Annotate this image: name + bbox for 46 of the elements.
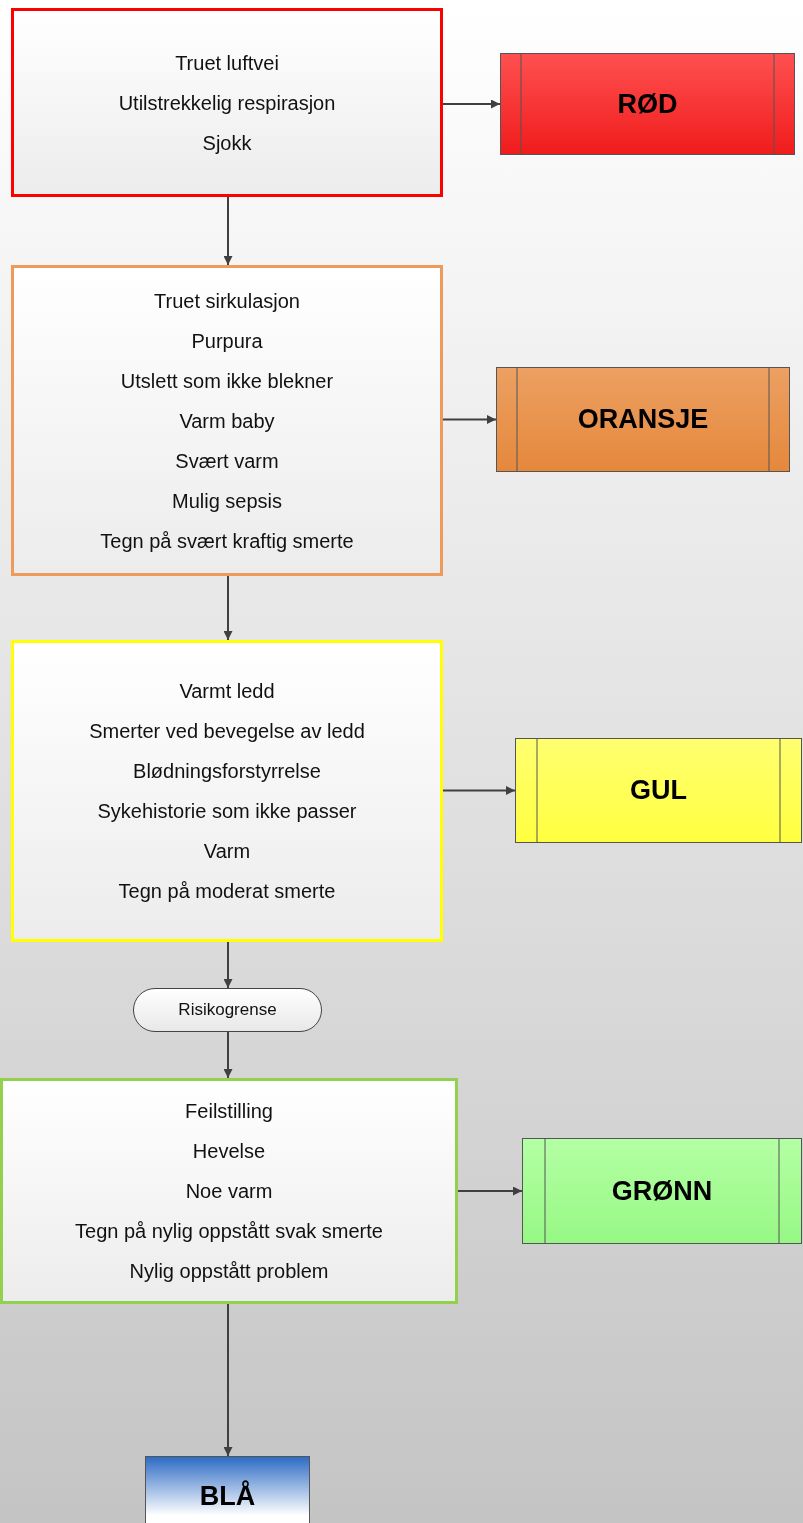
triage-level-box <box>496 367 790 472</box>
criterion-text: Smerter ved bevegelse av ledd <box>89 719 365 744</box>
triage-level-box <box>515 738 802 843</box>
triage-level-label: GRØNN <box>611 1175 713 1207</box>
criteria-box <box>0 1078 458 1304</box>
criteria-box <box>11 640 443 942</box>
triage-level-box <box>522 1138 802 1244</box>
criteria-box <box>11 265 443 576</box>
criterion-text: Sykehistorie som ikke passer <box>97 799 357 824</box>
criterion-text: Feilstilling <box>185 1099 273 1124</box>
arrow <box>223 575 233 641</box>
arrow <box>442 99 501 109</box>
arrow <box>442 786 516 795</box>
triage-level-label: BLÅ <box>199 1480 256 1512</box>
arrow <box>223 1031 233 1079</box>
criterion-text: Purpura <box>191 328 263 354</box>
criterion-text: Truet luftvei <box>175 50 279 76</box>
terminator-box <box>133 988 322 1032</box>
triage-level-box <box>145 1456 310 1523</box>
terminator-label: Risikogrense <box>178 1000 277 1020</box>
criterion-text: Nylig oppstått problem <box>129 1259 329 1284</box>
criterion-text: Varmt ledd <box>179 679 275 704</box>
criterion-text: Blødningsforstyrrelse <box>133 759 321 784</box>
arrow <box>223 1303 233 1457</box>
criterion-text: Hevelse <box>192 1139 266 1164</box>
criterion-text: Noe varm <box>185 1179 273 1204</box>
arrow <box>457 1186 523 1196</box>
criterion-text: Utslett som ikke blekner <box>120 368 334 394</box>
criterion-text: Mulig sepsis <box>171 488 282 514</box>
arrow <box>223 941 233 989</box>
criteria-box <box>11 8 443 197</box>
arrow <box>442 415 497 424</box>
criterion-text: Svært varm <box>175 448 279 474</box>
arrow <box>223 196 233 266</box>
criterion-text: Sjokk <box>202 130 252 156</box>
criterion-text: Tegn på svært kraftig smerte <box>100 528 354 554</box>
criterion-text: Varm baby <box>179 408 275 434</box>
criterion-text: Tegn på moderat smerte <box>118 879 336 904</box>
criterion-text: Truet sirkulasjon <box>154 288 300 314</box>
triage-level-label: ORANSJE <box>577 404 709 435</box>
triage-level-box <box>500 53 795 155</box>
criterion-text: Utilstrekkelig respirasjon <box>118 90 336 116</box>
criterion-text: Varm <box>203 839 251 864</box>
triage-level-label: GUL <box>630 775 687 806</box>
criterion-text: Tegn på nylig oppstått svak smerte <box>75 1219 383 1244</box>
triage-level-label: RØD <box>617 88 678 120</box>
